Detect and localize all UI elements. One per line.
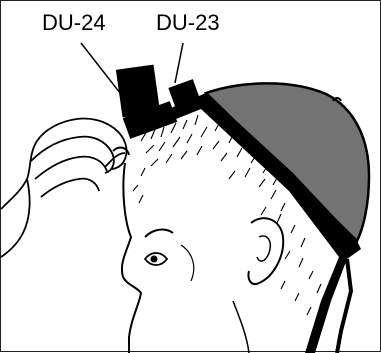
ear-outline [248,218,283,284]
du23-leader [175,43,183,83]
neck-line [233,301,249,353]
face-profile [122,163,141,353]
hand-illustration [1,118,127,257]
ear-inner [257,236,270,261]
label-du24: DU-24 [42,11,106,35]
pupil [151,256,158,263]
cap-shape [206,83,369,241]
eyebrow [145,230,173,237]
temple-line [181,245,194,281]
label-du23: DU-23 [156,11,220,35]
